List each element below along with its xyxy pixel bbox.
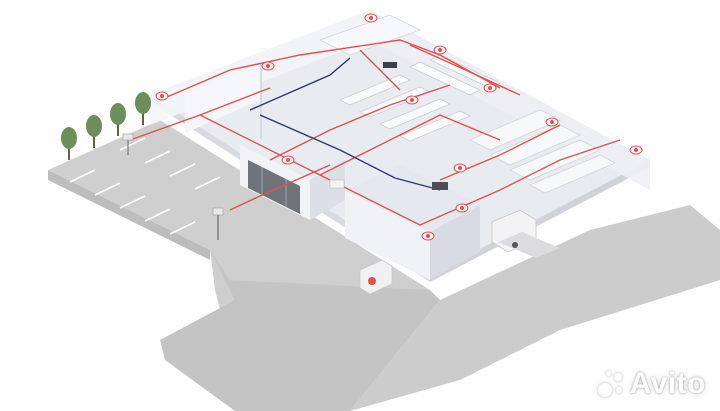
office-wall [185, 62, 260, 133]
building [150, 10, 650, 282]
kitchen-block-top [345, 165, 480, 232]
kitchen-block-side [430, 205, 480, 280]
sensor-icon [455, 203, 469, 213]
ground-edge [48, 170, 210, 260]
office-wall-side [260, 62, 262, 140]
shelving [339, 54, 501, 142]
ground-right [350, 205, 720, 411]
sensor-icon [421, 231, 435, 241]
sensor-icon [629, 145, 643, 155]
sensor-icon [545, 117, 559, 127]
sensor-icon [261, 61, 275, 71]
watermark-text: Avito [629, 367, 706, 400]
truck-icon [491, 209, 560, 258]
trees [61, 92, 151, 160]
sensor-icon [433, 45, 447, 55]
parking-lines [69, 137, 221, 235]
ground [48, 120, 720, 411]
entrance-doors [248, 160, 300, 214]
watermark-logo-icon [596, 369, 626, 399]
tree-icon [110, 103, 126, 136]
sensor-icon [483, 83, 497, 93]
sensor-icon [364, 13, 378, 23]
cart-icon [329, 62, 448, 190]
sensor-icon [281, 155, 295, 165]
storage-racks [469, 109, 616, 194]
lamp-post-icon [212, 207, 224, 240]
building-base-right [430, 160, 650, 282]
kitchen-block-front [345, 190, 430, 280]
sensor-icon [453, 163, 467, 173]
lamp-post-icon [122, 133, 134, 155]
tree-icon [61, 127, 77, 160]
tree-icon [135, 92, 151, 125]
tree-icon [86, 115, 102, 148]
cold-room [318, 14, 422, 56]
hvac-units [155, 13, 643, 241]
sensor-icon [155, 91, 169, 101]
sensor-icon [405, 95, 419, 105]
watermark: Avito [596, 367, 706, 401]
outdoor-unit [359, 259, 393, 295]
